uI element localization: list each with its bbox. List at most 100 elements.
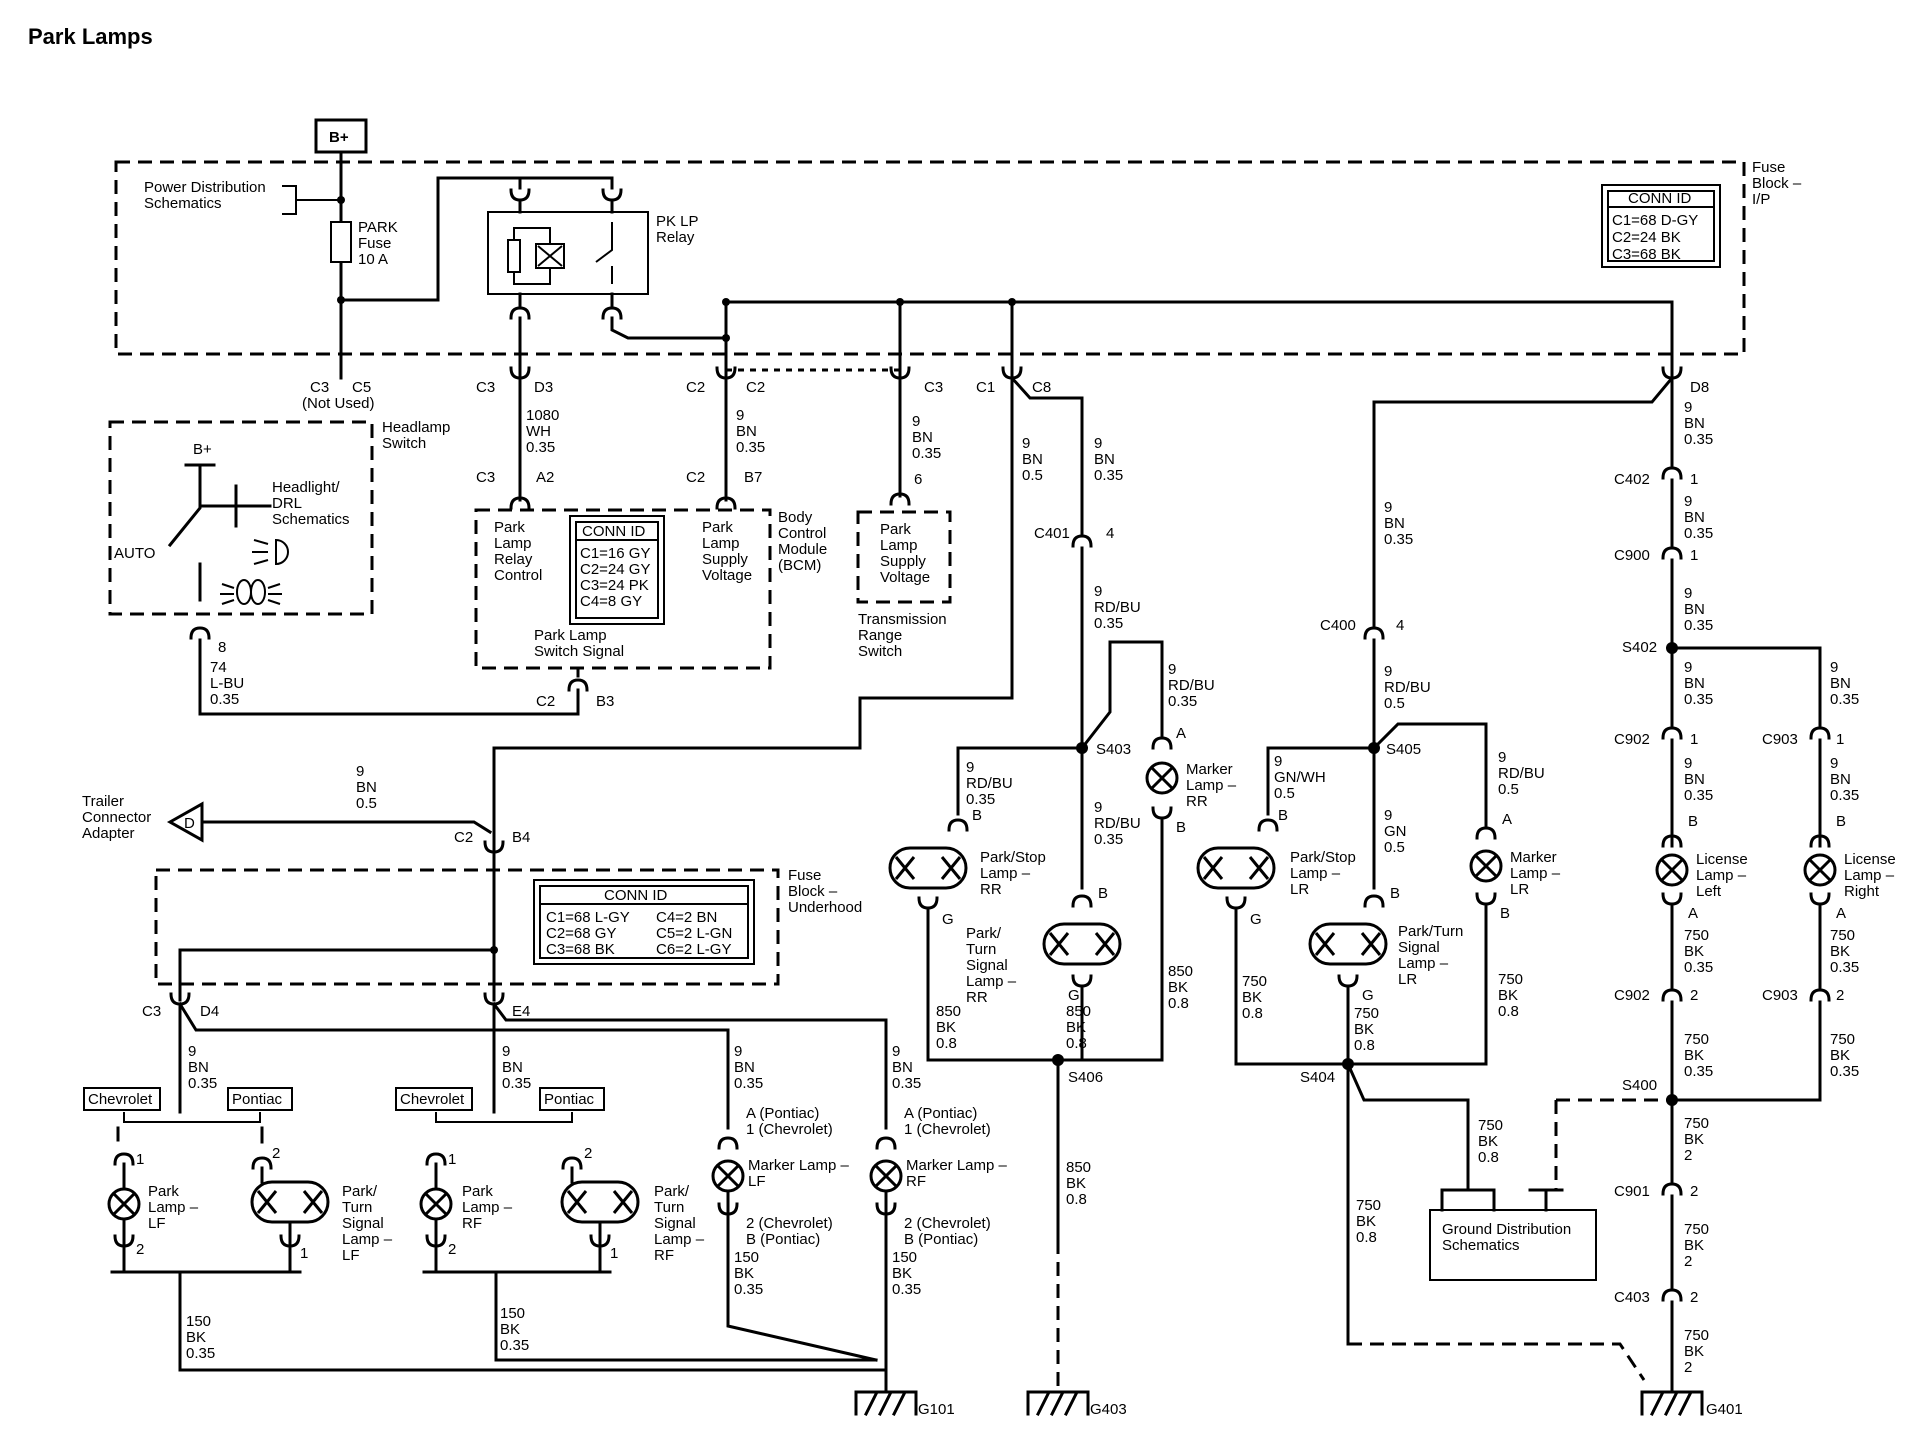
svg-text:B: B [1176, 819, 1186, 836]
ground-distribution-box: Ground Distribution Schematics [1429, 1209, 1597, 1281]
splice-s403: S403 [1096, 741, 1131, 758]
svg-text:C6=2 L-GY: C6=2 L-GY [656, 941, 731, 958]
svg-text:C1=68 L-GY: C1=68 L-GY [546, 909, 630, 926]
headlight-icon [220, 538, 289, 605]
bplus-terminal: B+ [314, 118, 368, 154]
marker-rf-pin-top: A (Pontiac)1 (Chevrolet) [904, 1105, 991, 1138]
svg-text:C4=2 BN: C4=2 BN [656, 909, 717, 926]
fuse-feed-wire [339, 150, 614, 380]
fuse-block-underhood-outline [154, 868, 780, 986]
svg-text:C2=24 GY: C2=24 GY [580, 561, 650, 578]
fuse-block-underhood-conn-id: CONN ID C1=68 L-GY C4=2 BN C2=68 GY C5=2… [533, 879, 755, 965]
svg-text:C2=24 BK: C2=24 BK [1612, 229, 1681, 246]
fuse-connector-label: C3 C5 (Not Used) [302, 379, 375, 412]
svg-text:B: B [1836, 813, 1846, 830]
park-turn-lamp-rf-icon [560, 1180, 640, 1224]
park-turn-lamp-lr-icon [1308, 922, 1388, 966]
fuse-block-ip-conn-id: CONN ID C1=68 D-GY C2=24 BK C3=68 BK [1601, 184, 1721, 268]
svg-text:D: D [184, 815, 195, 832]
pin-d8: D8 [1690, 379, 1709, 396]
park-turn-lamp-rr-icon [1042, 922, 1122, 966]
turn-rf-pin1: 1 [610, 1245, 618, 1262]
brand-labels: Chevrolet Pontiac Chevrolet Pontiac [83, 1087, 605, 1111]
pin-c3-trs: C3 [924, 379, 943, 396]
svg-text:Pontiac: Pontiac [544, 1091, 595, 1108]
svg-text:C2=68 GY: C2=68 GY [546, 925, 616, 942]
svg-text:C1=68 D-GY: C1=68 D-GY [1612, 212, 1698, 229]
park-lamp-lf-icon [107, 1187, 141, 1221]
park-turn-lamp-lf-icon [250, 1180, 330, 1224]
svg-text:C3=24 PK: C3=24 PK [580, 577, 649, 594]
svg-text:G: G [1362, 987, 1374, 1004]
svg-text:G: G [1068, 987, 1080, 1004]
bplus-switch: B+ [193, 441, 212, 458]
park-lf-pin1: 1 [136, 1151, 144, 1168]
svg-text:C3=68 BK: C3=68 BK [1612, 246, 1681, 263]
marker-lamp-rr-icon [1145, 761, 1179, 795]
svg-text:B: B [1688, 813, 1698, 830]
svg-text:C3=68 BK: C3=68 BK [546, 941, 615, 958]
park-rf-pin1: 1 [448, 1151, 456, 1168]
svg-text:B: B [1098, 885, 1108, 902]
park-rf-pin2: 2 [448, 1241, 456, 1258]
turn-rf-pin2: 2 [584, 1145, 592, 1162]
marker-rf-pin-bottom: 2 (Chevrolet)B (Pontiac) [904, 1215, 991, 1248]
license-lamp-left-icon [1655, 853, 1689, 887]
svg-text:A: A [1688, 905, 1698, 922]
wire-c1-to-underhood [492, 376, 1014, 852]
park-lf-pin2: 2 [136, 1241, 144, 1258]
svg-text:B: B [972, 807, 982, 824]
svg-text:G: G [1250, 911, 1262, 928]
ground-g401-icon [1640, 1390, 1704, 1416]
svg-text:Ground Distribution: Ground Distribution [1442, 1221, 1571, 1238]
relay-label: PK LP Relay [656, 213, 702, 246]
marker-lf-pin-bottom: 2 (Chevrolet)B (Pontiac) [746, 1215, 833, 1248]
svg-text:Schematics: Schematics [1442, 1237, 1520, 1254]
ground-g401: G401 [1706, 1401, 1743, 1418]
ground-g403: G403 [1090, 1401, 1127, 1418]
fuse-block-ip-outline [114, 160, 1746, 356]
fuse-block-ip-label: Fuse Block – I/P [1752, 159, 1805, 208]
svg-text:C5=2 L-GN: C5=2 L-GN [656, 925, 732, 942]
park-stop-lamp-lr-icon [1196, 846, 1276, 890]
